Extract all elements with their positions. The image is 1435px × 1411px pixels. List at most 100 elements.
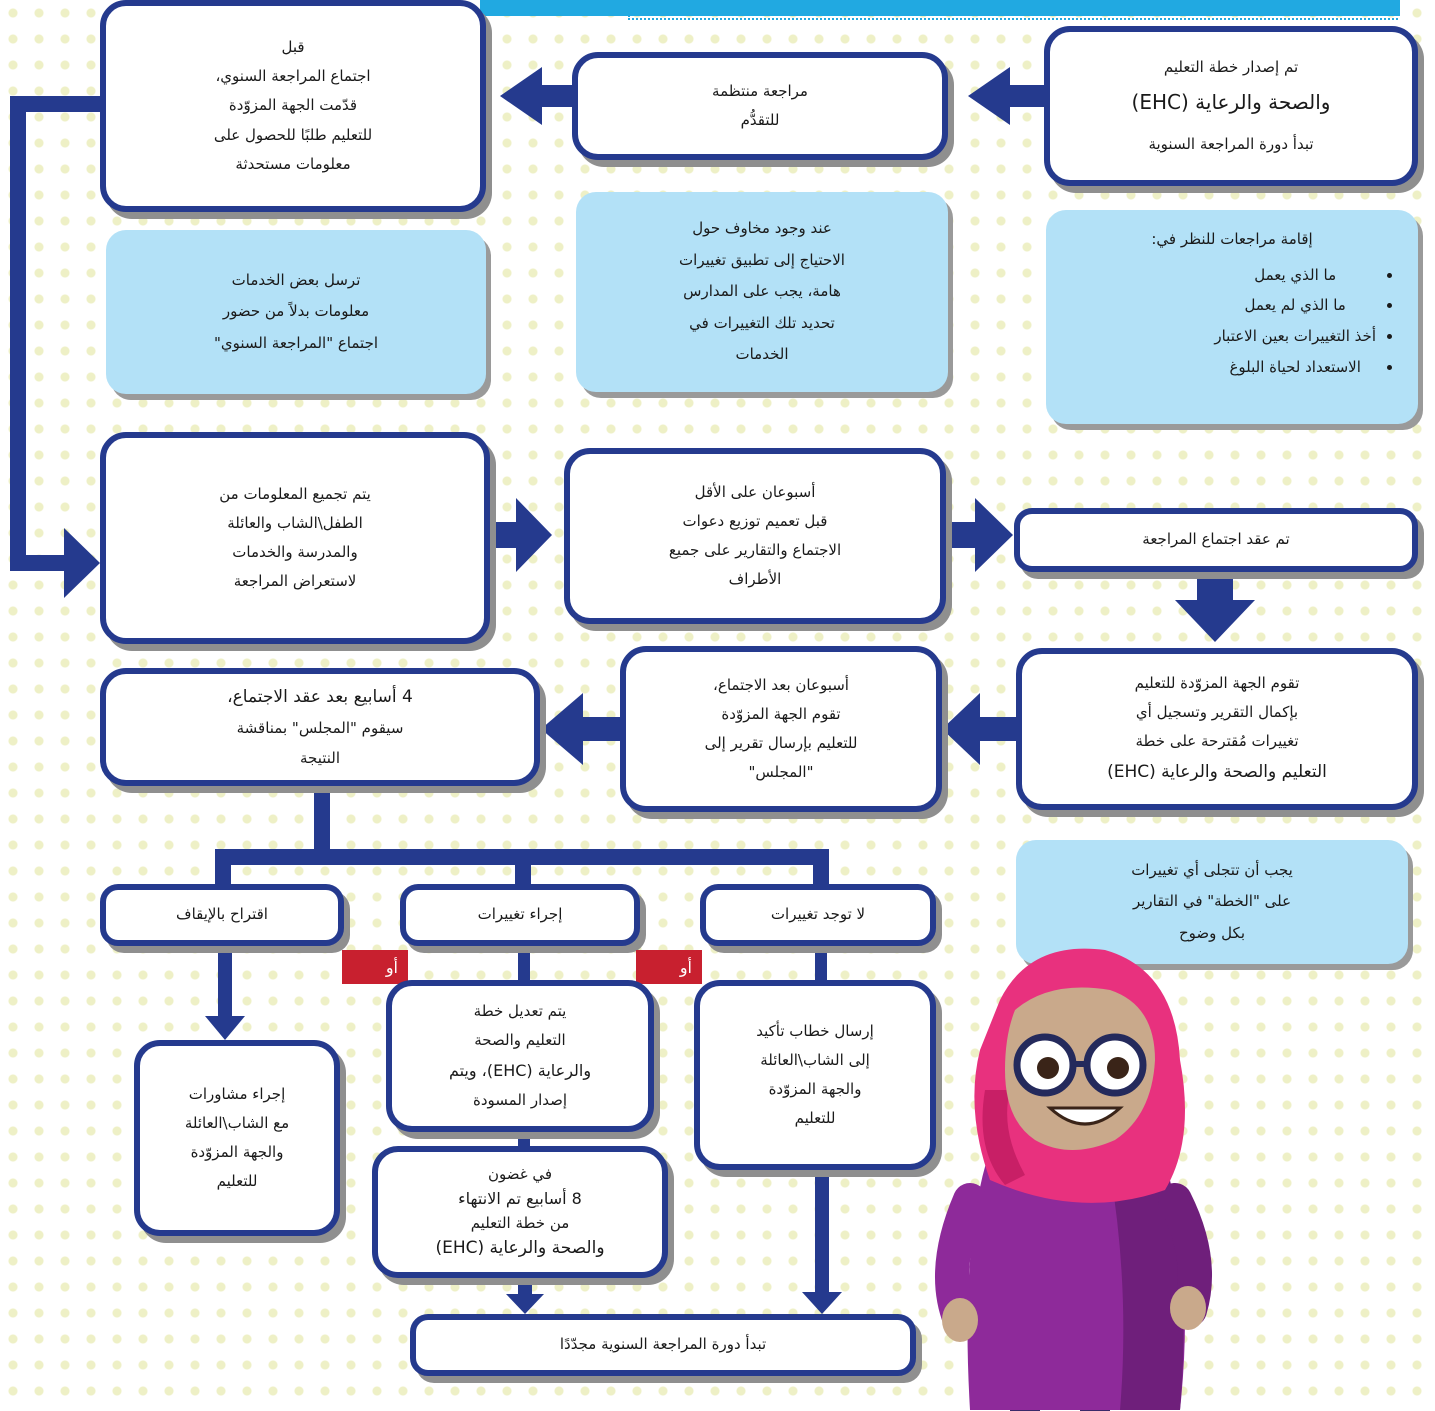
no-changes-label: لا توجد تغييرات [770, 905, 866, 924]
character-mouth [1046, 1106, 1124, 1126]
loop-top [10, 96, 102, 112]
invitations-line1: أسبوعان على الأقل [694, 482, 816, 501]
arrow-cease-head [205, 1016, 245, 1040]
arrow-send-head [541, 693, 583, 765]
consultations-line1: إجراء مشاورات [188, 1084, 286, 1103]
reviews-note-item: أخذ التغييرات بعين الاعتبار [1214, 321, 1376, 352]
eight-weeks-line3: من خطة التعليم [470, 1214, 570, 1233]
meeting-held-text: تم عقد اجتماع المراجعة [1142, 530, 1290, 549]
arrow-meeting-shaft [1197, 572, 1233, 604]
branch-left [215, 849, 231, 889]
council-decision-line3: النتيجة [299, 748, 341, 767]
amend-plan-line3: والرعاية (EHC)، ويتم [448, 1061, 592, 1081]
confirm-letter-box: إرسال خطاب تأكيد إلى الشاب\العائلة والجه… [694, 980, 936, 1170]
arrow-start-head [968, 67, 1010, 125]
line-nochange-letter [815, 946, 827, 982]
arrow-invite-head [975, 498, 1013, 572]
arrow-meeting-head [1175, 600, 1255, 642]
gather-info-line3: والمدرسة والخدمات [232, 543, 358, 561]
arrow-eight-head [506, 1294, 544, 1314]
line-changes-amend [518, 946, 530, 982]
arrow-letter-shaft [815, 1168, 829, 1296]
reviews-note-item: الاستعداد لحياة البلوغ [1214, 352, 1376, 383]
branch-mid [515, 849, 531, 889]
council-decision-line1: 4 أسابيع بعد عقد الاجتماع، [227, 687, 413, 708]
loop-head [64, 528, 100, 598]
eight-weeks-line1: في غضون [487, 1164, 553, 1183]
regular-review-line2: للتقدُّم [740, 111, 780, 129]
character-right-hand [1170, 1286, 1206, 1330]
concerns-note-line4: تحديد تلك التغييرات في [689, 313, 835, 332]
gather-info-line1: يتم تجميع المعلومات من [219, 484, 371, 503]
gather-info-line4: لاستعراض المراجعة [233, 572, 357, 591]
send-report-line4: "المجلس" [748, 763, 814, 782]
cease-label: اقتراح بالإيقاف [176, 905, 268, 924]
arrow-start-shaft [1005, 85, 1045, 107]
services-note-line1: ترسل بعض الخدمات [231, 270, 361, 289]
arrow-gather-shaft [488, 522, 520, 548]
top-dotted-line [628, 0, 1398, 20]
council-decision-line2: سيقوم "المجلس" بمناقشة [236, 719, 404, 738]
eight-weeks-box: في غضون 8 أسابيع تم الانتهاء من خطة التع… [372, 1146, 668, 1278]
request-info-line3: قدّمت الجهة المزوّدة [228, 96, 358, 115]
invitations-line3: الاجتماع والتقارير على جميع [668, 541, 842, 559]
character-illustration [935, 948, 1212, 1411]
confirm-letter-line1: إرسال خطاب تأكيد [756, 1021, 874, 1040]
consultations-line3: والجهة المزوّدة [190, 1143, 284, 1161]
loop-vertical [10, 96, 26, 571]
arrow-gather-head [516, 498, 552, 572]
services-note-line3: اجتماع "المراجعة السنوي" [213, 333, 379, 352]
consultations-line2: مع الشاب\العائلة [184, 1113, 290, 1132]
send-report-box: أسبوعان بعد الاجتماع، تقوم الجهة المزوّد… [620, 646, 942, 812]
request-info-line1: قبل [281, 37, 305, 56]
confirm-letter-line3: والجهة المزوّدة [768, 1080, 862, 1098]
make-changes-label: إجراء تغييرات [477, 905, 563, 924]
concerns-note: عند وجود مخاوف حول الاحتياج إلى تطبيق تغ… [576, 192, 948, 392]
send-report-line2: تقوم الجهة المزوّدة [721, 704, 841, 723]
amend-plan-line4: إصدار المسودة [472, 1091, 568, 1110]
reviews-note-item: ما الذي يعمل [1214, 260, 1376, 291]
services-note-line2: معلومات بدلاً من حضور [222, 302, 370, 321]
reviews-note-list: ما الذي يعمل ما الذي لم يعمل أخذ التغيير… [1214, 260, 1394, 383]
arrow-invite-shaft [943, 522, 979, 548]
complete-report-line3: تغييرات مُقترحة على خطة [1135, 732, 1299, 751]
loop-bottom [10, 555, 70, 571]
send-report-line1: أسبوعان بعد الاجتماع، [713, 675, 849, 694]
complete-report-box: تقوم الجهة المزوّدة للتعليم بإكمال التقر… [1016, 648, 1418, 810]
arrow-review-head [500, 67, 542, 125]
or-tag-right: أو [636, 950, 702, 984]
invitations-line2: قبل تعميم توزيع دعوات [682, 511, 828, 530]
arrow-send-shaft [578, 717, 624, 741]
character-dress-shade [1110, 1160, 1184, 1410]
character-left-hand [942, 1298, 978, 1342]
invitations-line4: الأطراف [728, 570, 782, 589]
complete-report-line4: التعليم والصحة والرعاية (EHC) [1107, 762, 1327, 783]
arrow-eight-shaft [518, 1276, 532, 1298]
consultations-line4: للتعليم [216, 1172, 258, 1191]
eight-weeks-line2: 8 أسابيع تم الانتهاء [458, 1188, 582, 1208]
start-line1: تم إصدار خطة التعليم [1163, 58, 1299, 77]
arrow-letter-head [802, 1292, 842, 1314]
complete-report-line2: بإكمال التقرير وتسجيل أي [1135, 702, 1299, 721]
invitations-box: أسبوعان على الأقل قبل تعميم توزيع دعوات … [564, 448, 946, 624]
reviews-note-item: ما الذي لم يعمل [1214, 290, 1376, 321]
start-line3: تبدأ دورة المراجعة السنوية [1148, 134, 1314, 153]
branch-stem [314, 784, 330, 856]
services-note: ترسل بعض الخدمات معلومات بدلاً من حضور ا… [106, 230, 486, 394]
amend-plan-line2: التعليم والصحة [474, 1030, 566, 1049]
start-line2: والصحة والرعاية (EHC) [1131, 89, 1331, 114]
restart-text: تبدأ دورة المراجعة السنوية مجدّدًا [559, 1335, 767, 1354]
changes-note-line3: بكل وضوح [1179, 923, 1245, 942]
start-box: تم إصدار خطة التعليم والصحة والرعاية (EH… [1044, 26, 1418, 186]
consultations-box: إجراء مشاورات مع الشاب\العائلة والجهة ال… [134, 1040, 340, 1236]
reviews-note-heading: إقامة مراجعات للنظر في: [1151, 230, 1313, 248]
character-left-pupil [1037, 1057, 1059, 1079]
gather-info-box: يتم تجميع المعلومات من الطفل\الشاب والعا… [100, 432, 490, 644]
character-right-pupil [1107, 1057, 1129, 1079]
meeting-held-box: تم عقد اجتماع المراجعة [1014, 508, 1418, 572]
no-changes-box: لا توجد تغييرات [700, 884, 936, 946]
reviews-note: إقامة مراجعات للنظر في: ما الذي يعمل ما … [1046, 210, 1418, 424]
concerns-note-line3: هامة، يجب على المدارس [683, 282, 841, 301]
request-info-line2: اجتماع المراجعة السنوي، [215, 67, 371, 86]
